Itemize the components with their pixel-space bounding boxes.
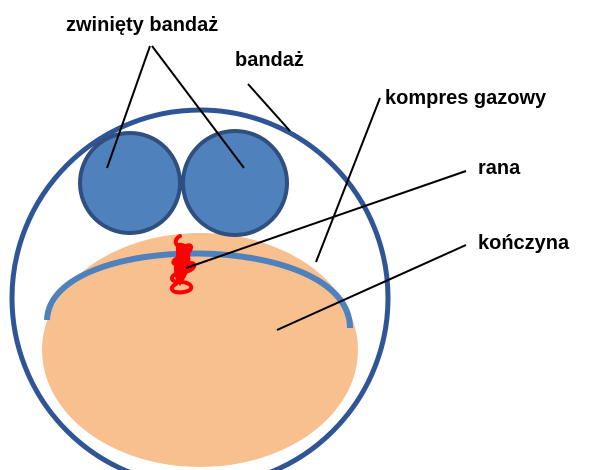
rolled-bandage-right (183, 131, 287, 235)
label-bandage: bandaż (235, 50, 304, 70)
limb-shape (42, 233, 358, 467)
label-gauze-compress: kompres gazowy (385, 88, 546, 108)
label-rolled-bandage: zwinięty bandaż (66, 15, 218, 35)
label-limb: kończyna (478, 233, 569, 253)
rolled-bandage-left (80, 133, 180, 233)
label-wound: rana (478, 158, 520, 178)
